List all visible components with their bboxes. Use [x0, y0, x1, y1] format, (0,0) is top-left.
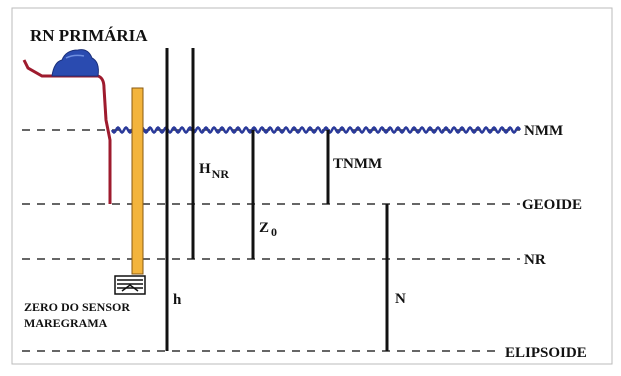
- benchmark-monument-icon: [51, 49, 99, 77]
- z0-main-text: Z: [259, 220, 269, 236]
- h-nr-label: HNR: [199, 161, 229, 181]
- zero-sensor-label-line1: ZERO DO SENSOR: [24, 300, 130, 314]
- nr-label: NR: [524, 252, 546, 268]
- elipsoide-label: ELIPSOIDE: [505, 345, 587, 361]
- rn-primaria-label: RN PRIMÁRIA: [30, 26, 148, 45]
- zero-sensor-label-line2: MAREGRAMA: [24, 316, 108, 330]
- n-label: N: [395, 291, 406, 307]
- tnmm-label: TNMM: [333, 156, 382, 172]
- tide-sensor-icon: [114, 275, 146, 295]
- geoide-label: GEOIDE: [522, 197, 582, 213]
- h-nr-main-text: H: [199, 161, 211, 177]
- tide-gauge-staff: [131, 87, 144, 275]
- h-small-label: h: [173, 292, 182, 308]
- nmm-label: NMM: [524, 123, 563, 139]
- h-nr-subscript: NR: [212, 167, 230, 181]
- diagram-frame: [11, 7, 613, 365]
- z0-subscript: 0: [271, 225, 277, 239]
- coastline-profile: [22, 59, 112, 204]
- water-surface-wave: [110, 125, 522, 135]
